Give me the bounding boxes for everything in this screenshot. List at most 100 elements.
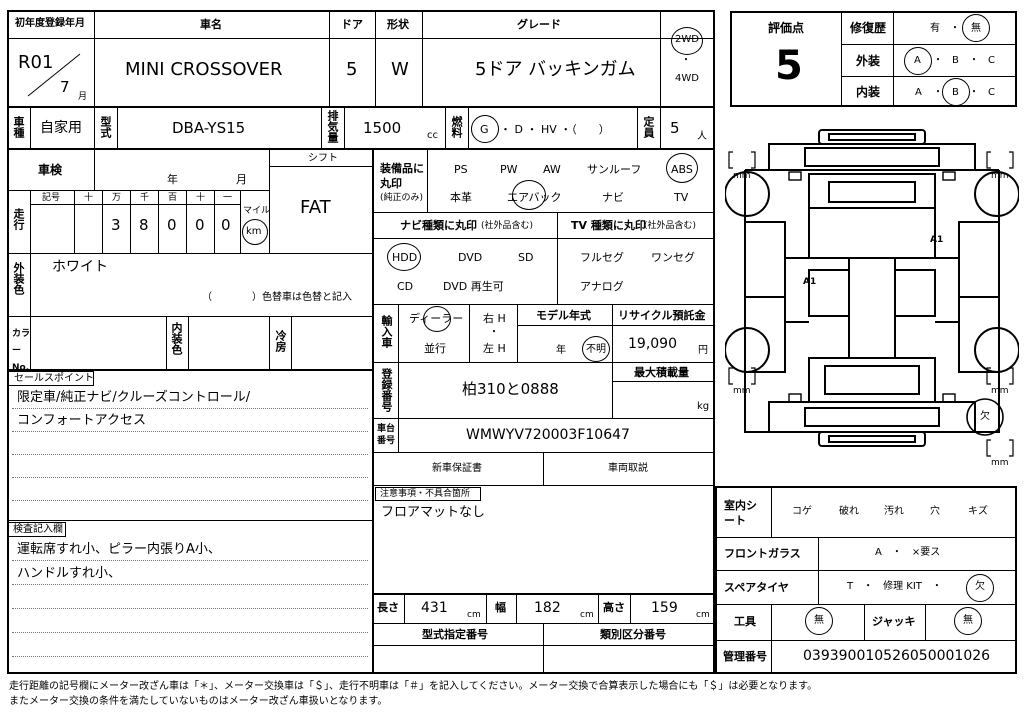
- interior-label: 内装: [856, 85, 881, 99]
- airbag-circle: [512, 180, 546, 210]
- tread-mm-unit: mm: [733, 386, 751, 396]
- equip-aw: AW: [543, 163, 561, 176]
- interior-color-label: 内装色: [170, 322, 183, 355]
- doors-label: ドア: [341, 18, 363, 31]
- registration-label: 登録番号: [380, 368, 393, 412]
- score-value: 5: [775, 43, 803, 89]
- equip-leather: 本革: [450, 191, 472, 204]
- bottom-right-table: [715, 486, 1017, 674]
- model-label: 型式: [99, 116, 112, 138]
- hdd-circle: [387, 243, 421, 271]
- wheel-front-right: [974, 171, 1019, 217]
- shape: W: [391, 59, 409, 80]
- import-label: 輸入車: [380, 315, 393, 348]
- control-number: 039390010526050001026: [803, 648, 991, 664]
- mileage-col-5: 十: [196, 193, 206, 203]
- tread-brackets: [728, 151, 1014, 457]
- dealer-circle: [423, 306, 451, 332]
- first-reg-month: 7: [60, 78, 70, 96]
- spare-tire: [966, 398, 1004, 436]
- spare-label: スペアタイヤ: [724, 581, 789, 594]
- shaken-month-unit: 月: [236, 173, 247, 186]
- car-diagram: [725, 129, 1019, 457]
- height-unit: cm: [696, 610, 710, 620]
- wheel-rear-left: [725, 327, 770, 373]
- kg-unit: kg: [697, 401, 710, 412]
- interior-b-circle: [942, 78, 970, 106]
- drive-2wd: 2WD: [675, 34, 699, 45]
- length-label: 長さ: [377, 601, 399, 614]
- wheel-rear-right: [974, 327, 1019, 373]
- first-reg-era: R01: [18, 52, 54, 73]
- shaken-year-unit: 年: [167, 173, 178, 186]
- footer-line-1: 走行距離の記号欄にメーター改ざん車は「＊」、メーター交換車は「＄」、走行不明車は…: [9, 681, 818, 692]
- model-year-unknown: 不明: [586, 344, 606, 355]
- caution-tag: [375, 487, 481, 501]
- nav-sd: SD: [518, 251, 534, 264]
- shape-label: 形状: [387, 18, 409, 31]
- tools-label: 工具: [734, 615, 756, 628]
- equip-abs: ABS: [671, 163, 693, 176]
- length-unit: cm: [467, 610, 481, 620]
- seat-tear: 破れ: [839, 506, 859, 517]
- km-circle: [242, 219, 268, 245]
- damage-a1-right: A1: [930, 235, 944, 245]
- tools: 無: [814, 615, 824, 626]
- score-box: [730, 11, 1017, 107]
- seat-label: 室内シート: [724, 499, 757, 528]
- import-left-h: 左 H: [483, 342, 506, 355]
- fuel-options: ・ D ・ HV ・（ ）: [500, 123, 610, 136]
- exterior-dot: ・: [933, 55, 943, 66]
- import-dot: ・: [489, 327, 499, 338]
- car-name-label: 車名: [200, 18, 222, 31]
- seat-scratch: キズ: [968, 506, 988, 517]
- mileage-col-6: 一: [223, 193, 233, 203]
- max-load-label: 最大積載量: [634, 366, 689, 379]
- import-dealer: ディーラー: [409, 312, 464, 325]
- color-no-label: カラーNo.: [12, 329, 31, 374]
- control-label: 管理番号: [723, 650, 767, 663]
- exterior-b: B: [952, 55, 959, 66]
- seat-hole: 穴: [930, 506, 940, 517]
- mileage-label: 走行: [12, 208, 25, 230]
- equip-airbag: エアバック: [507, 191, 562, 204]
- mile-label: マイル: [243, 206, 271, 216]
- tv-label: TV 種類に丸印: [571, 219, 646, 232]
- spare-options: T ・ 修理 KIT ・: [847, 581, 942, 592]
- interior-a: A: [915, 87, 922, 98]
- inspection-notes-line-1: 運転席すれ小、ピラー内張りA小、: [17, 542, 221, 557]
- drive-2wd-circle: [671, 27, 703, 55]
- plate-number: 柏310と0888: [462, 380, 559, 398]
- drive-4wd: 4WD: [675, 73, 699, 84]
- mileage-col-symbol: 記号: [42, 193, 61, 203]
- exterior-color: ホワイト: [52, 259, 108, 275]
- mileage-digit: 0: [167, 216, 177, 234]
- repair-no: 無: [971, 23, 981, 34]
- model-year-label: モデル年式: [536, 309, 591, 322]
- exterior-dot: ・: [969, 55, 979, 66]
- tread-mm-unit: mm: [991, 171, 1009, 181]
- score-label: 評価点: [768, 21, 805, 35]
- mileage-col-4: 百: [168, 193, 178, 203]
- equip-tv: TV: [674, 191, 689, 204]
- repair-no-circle: [962, 14, 990, 42]
- main-form: [7, 10, 715, 674]
- drive-dot: ・: [681, 55, 691, 66]
- import-right-h: 右 H: [483, 312, 506, 325]
- km-label: km: [246, 226, 262, 237]
- displacement: 1500: [363, 119, 402, 137]
- jack-circle: [954, 607, 982, 635]
- tv-sub: (社外品含む): [644, 221, 697, 231]
- tools-circle: [805, 607, 833, 635]
- model-year-unit: 年: [556, 345, 566, 356]
- type-designation-label: 型式指定番号: [422, 628, 488, 641]
- tv-fullseg: フルセグ: [580, 251, 624, 264]
- person-unit: 人: [697, 131, 707, 142]
- tread-mm-unit: mm: [991, 386, 1009, 396]
- shift-label: シフト: [308, 153, 338, 164]
- chassis-number: WMWYV720003F10647: [466, 427, 630, 443]
- repair-label: 修復歴: [850, 21, 887, 35]
- windshield-label: フロントガラス: [724, 547, 801, 560]
- mileage-col-3: 千: [140, 193, 150, 203]
- damage-a1-left: A1: [803, 277, 817, 287]
